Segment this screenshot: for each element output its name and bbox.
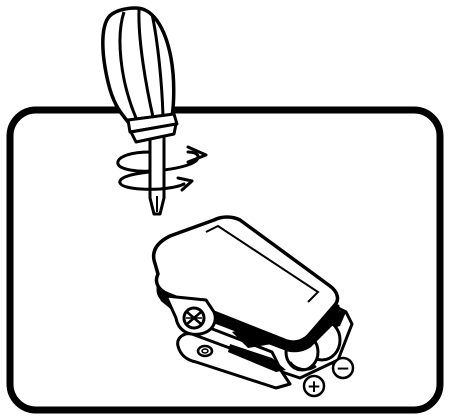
negative-terminal-marker: − (331, 356, 355, 380)
screwdriver-icon (101, 6, 179, 216)
positive-label: + (307, 377, 321, 397)
screw-icon (182, 306, 206, 330)
hinge-screw-icon (196, 344, 214, 358)
negative-label: − (336, 359, 350, 379)
rotate-arrow-icon (116, 145, 208, 192)
positive-terminal-marker: + (302, 374, 326, 398)
